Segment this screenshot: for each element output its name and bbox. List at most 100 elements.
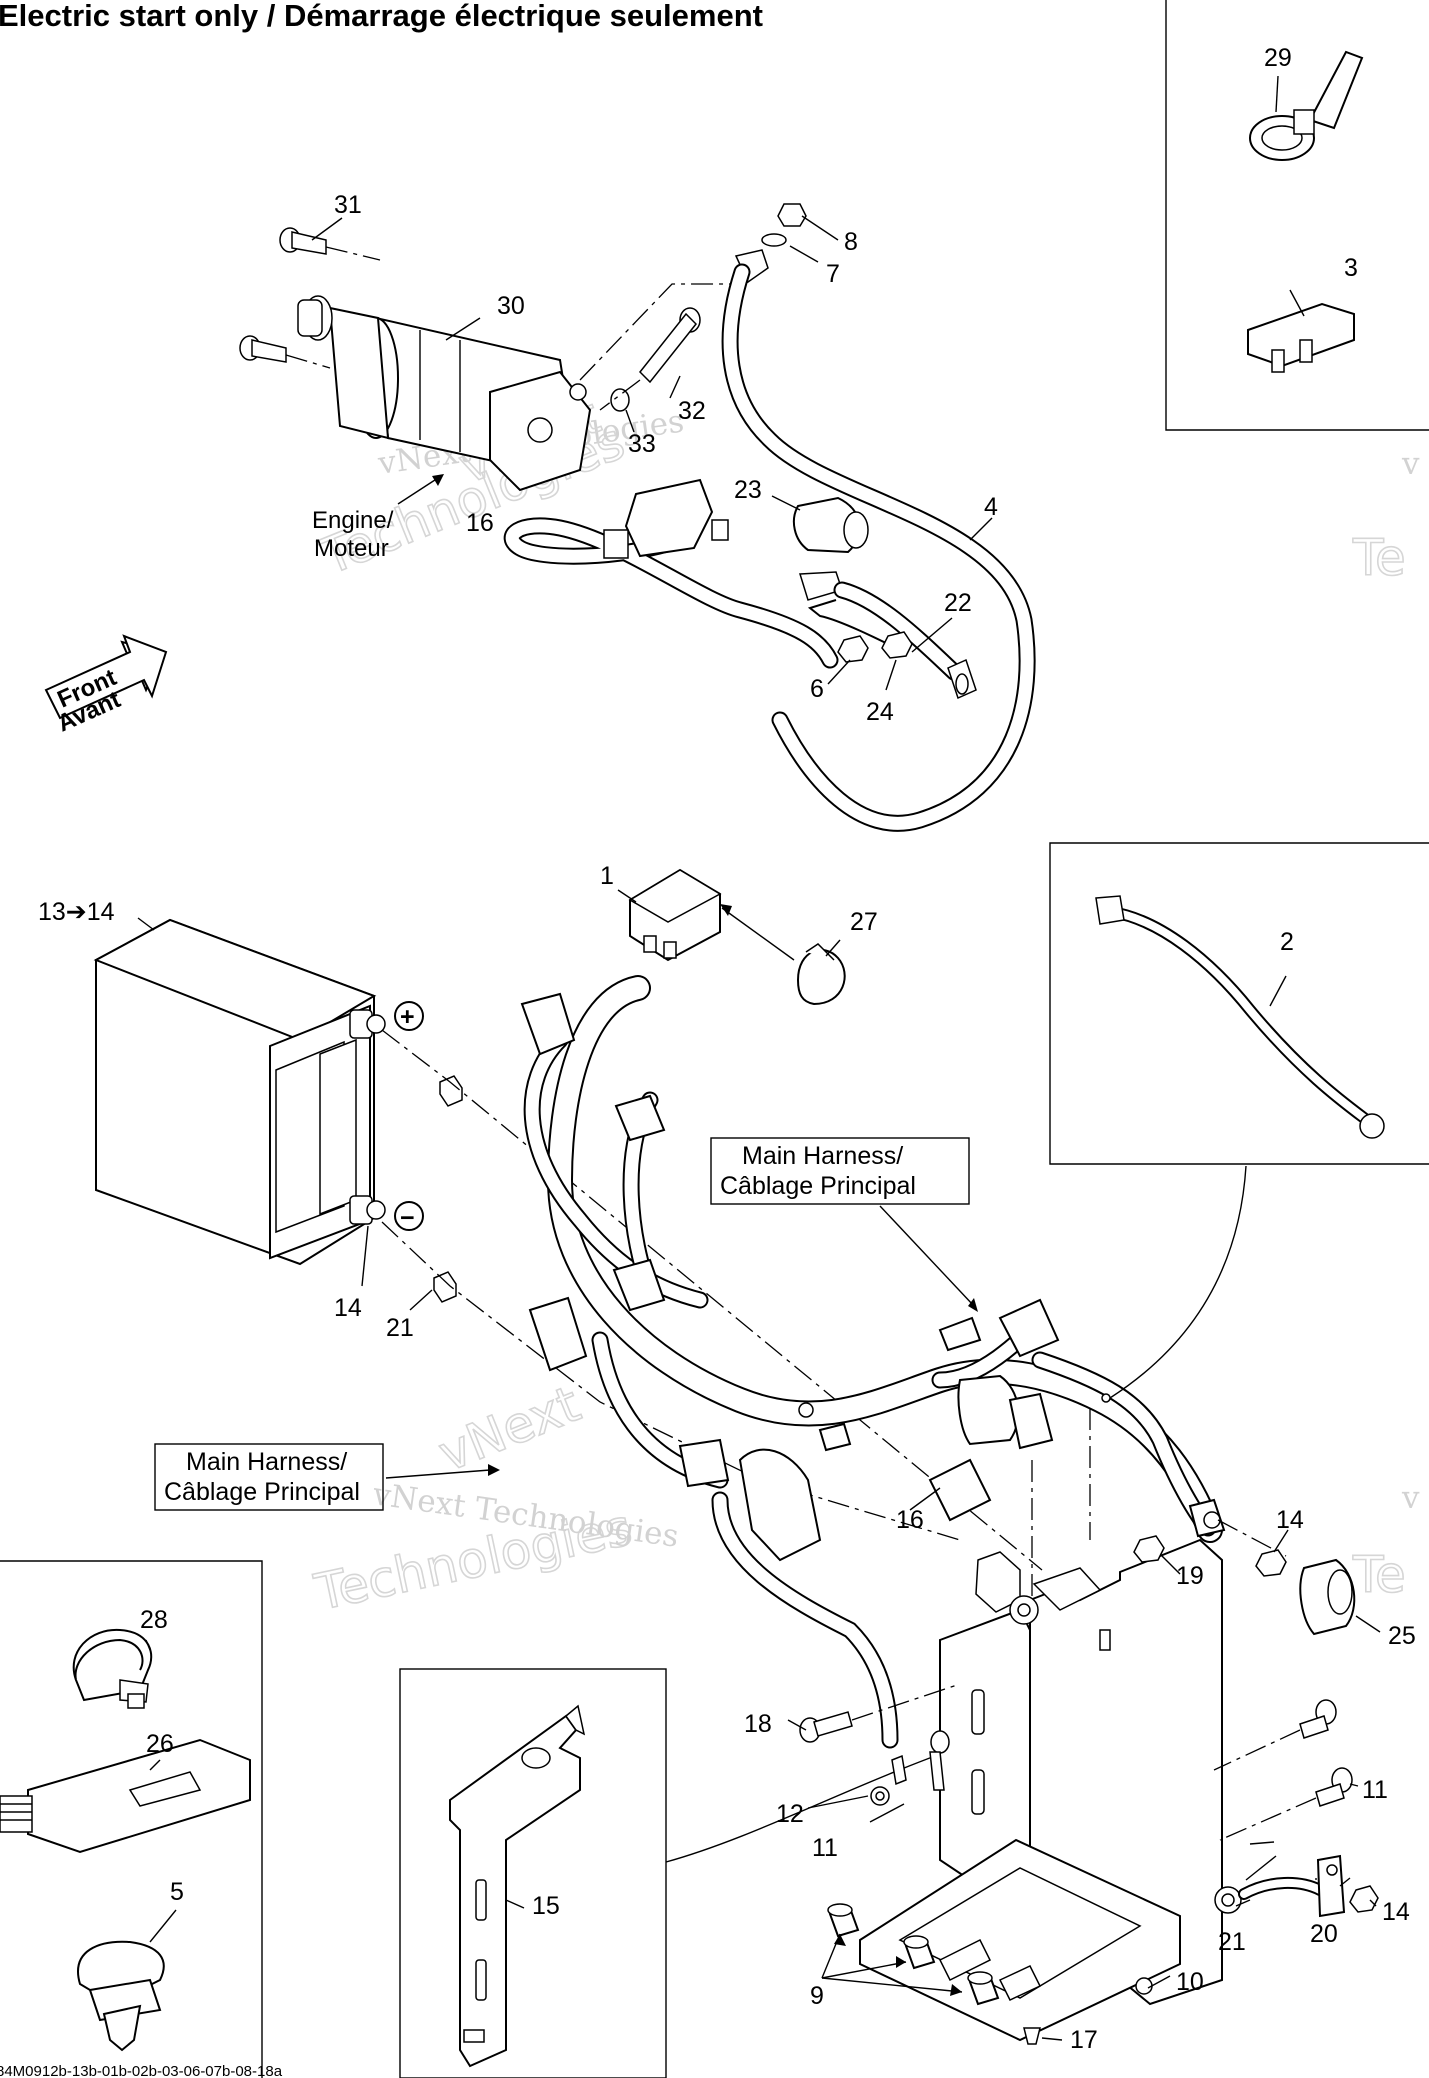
leader-dashed (579, 283, 740, 381)
terminal-nut-top (439, 1075, 463, 1107)
starter-motor (297, 295, 592, 492)
callout-30: 30 (497, 292, 525, 320)
callout-23: 23 (734, 476, 762, 504)
callout-numbers: 31 30 8 7 32 33 23 4 22 6 24 29 3 1 27 1… (38, 44, 1416, 2054)
callout-19: 19 (1176, 1562, 1204, 1590)
callout-13-14: 13➔14 (38, 898, 115, 926)
nut-6 (837, 635, 869, 663)
leader-arrow (721, 907, 795, 961)
inset-frame-fuse (1165, 0, 1429, 431)
clip-5 (77, 1940, 165, 2052)
screw-14-right (1255, 1549, 1287, 1577)
callout-16-harness: 16 (896, 1506, 924, 1534)
battery-support-10 (859, 1538, 1223, 2042)
cable-4 (721, 263, 1036, 832)
harness-label-top-en: Main Harness/ (742, 1142, 903, 1170)
callout-27: 27 (850, 908, 878, 936)
watermark-text: v (1401, 446, 1420, 482)
callout-18: 18 (744, 1710, 772, 1738)
callout-14-right: 14 (1276, 1506, 1304, 1534)
callout-11-right: 11 (1362, 1776, 1388, 1804)
clip-27 (796, 943, 846, 1006)
star-washer-21-right (1214, 1886, 1242, 1914)
grommet-9 (827, 1903, 1000, 2006)
callout-11-left: 11 (812, 1834, 838, 1862)
callout-20: 20 (1310, 1920, 1338, 1948)
inset-frame-bracket (399, 1668, 667, 2078)
callout-15: 15 (532, 1892, 560, 1920)
relay-1 (628, 868, 722, 962)
callout-25: 25 (1388, 1622, 1416, 1650)
main-harness (520, 975, 1226, 1749)
callout-14-battery: 14 (334, 1294, 362, 1322)
connector-line (1109, 1165, 1247, 1399)
battery-13: + − (93, 918, 424, 1266)
ground-strap-20 (1238, 1854, 1346, 1918)
terminal-nut-21 (433, 1271, 457, 1303)
callout-21-battery: 21 (386, 1314, 414, 1342)
clip-28 (72, 1628, 153, 1709)
leader-dashed (1217, 1519, 1287, 1557)
callout-12: 12 (776, 1800, 804, 1828)
bolt-11-right (1213, 1699, 1353, 1841)
bolt-31 (239, 227, 381, 369)
watermark-text: v (1401, 1480, 1420, 1516)
engine-label-en: Engine/ (312, 507, 394, 534)
grease-tube-26 (0, 1738, 251, 1854)
watermark-text: vNext (431, 1375, 588, 1483)
callout-14-bottom: 14 (1382, 1898, 1410, 1926)
main-harness-label-top: Main Harness/ Câblage Principal (710, 1137, 970, 1205)
negative-terminal-symbol: − (400, 1204, 415, 1232)
nut-14-bottom (1349, 1885, 1379, 1913)
leader-dashed (381, 1029, 1043, 1571)
bolt-18 (799, 1683, 961, 1743)
callout-5: 5 (170, 1878, 184, 1906)
callout-7: 7 (826, 260, 840, 288)
bracket-15 (449, 1704, 586, 2068)
leader-lines (137, 75, 1381, 2041)
leader-dashed (381, 1221, 961, 1541)
callout-28: 28 (140, 1606, 168, 1634)
callout-21-bracket: 21 (1218, 1928, 1246, 1956)
callout-10: 10 (1176, 1968, 1204, 1996)
watermark-layer: vNext Technologies vNext Technologies vN… (309, 386, 1420, 1623)
star-washer-12 (870, 1754, 907, 1806)
callout-33: 33 (628, 430, 656, 458)
nut-19 (1133, 1535, 1165, 1563)
nut-24 (881, 631, 913, 659)
callout-32: 32 (678, 397, 706, 425)
callout-24: 24 (866, 698, 894, 726)
engine-label: Engine/ Moteur (312, 474, 444, 562)
callout-8: 8 (844, 228, 858, 256)
diagram-title: Electric start only / Démarrage électriq… (0, 0, 763, 33)
callout-16-engine: 16 (466, 509, 494, 537)
callout-2: 2 (1280, 928, 1294, 956)
callout-6: 6 (810, 675, 824, 703)
callout-26: 26 (146, 1730, 174, 1758)
inset-frame-clips (0, 1560, 263, 2078)
drawing-code: 84M0912b-13b-01b-02b-03-06-07b-08-18a (0, 2063, 283, 2078)
callout-3: 3 (1344, 254, 1358, 282)
callout-17: 17 (1070, 2026, 1098, 2054)
bolt-32 (599, 307, 701, 412)
positive-terminal-symbol: + (400, 1003, 415, 1031)
callout-22: 22 (944, 589, 972, 617)
bolt-11-left (929, 1730, 950, 1791)
watermark-text: Te (1352, 1546, 1406, 1604)
callout-31: 31 (334, 191, 362, 219)
nut-8 (734, 203, 807, 284)
inset-frame-ground-cable (1049, 842, 1429, 1165)
fuse-3 (1247, 302, 1355, 373)
clip-29 (1249, 50, 1364, 161)
main-harness-label-left: Main Harness/ Câblage Principal (154, 1443, 384, 1511)
screw-17 (1023, 2027, 1041, 2045)
harness-label-left-en: Main Harness/ (186, 1448, 347, 1476)
harness-label-left-fr: Câblage Principal (164, 1478, 360, 1506)
solenoid-harness-16 (503, 478, 977, 700)
ground-cable-2 (1095, 895, 1385, 1139)
callout-29: 29 (1264, 44, 1292, 72)
boot-23 (792, 496, 869, 554)
callout-4: 4 (984, 493, 998, 521)
bushing-25 (1299, 1558, 1356, 1636)
